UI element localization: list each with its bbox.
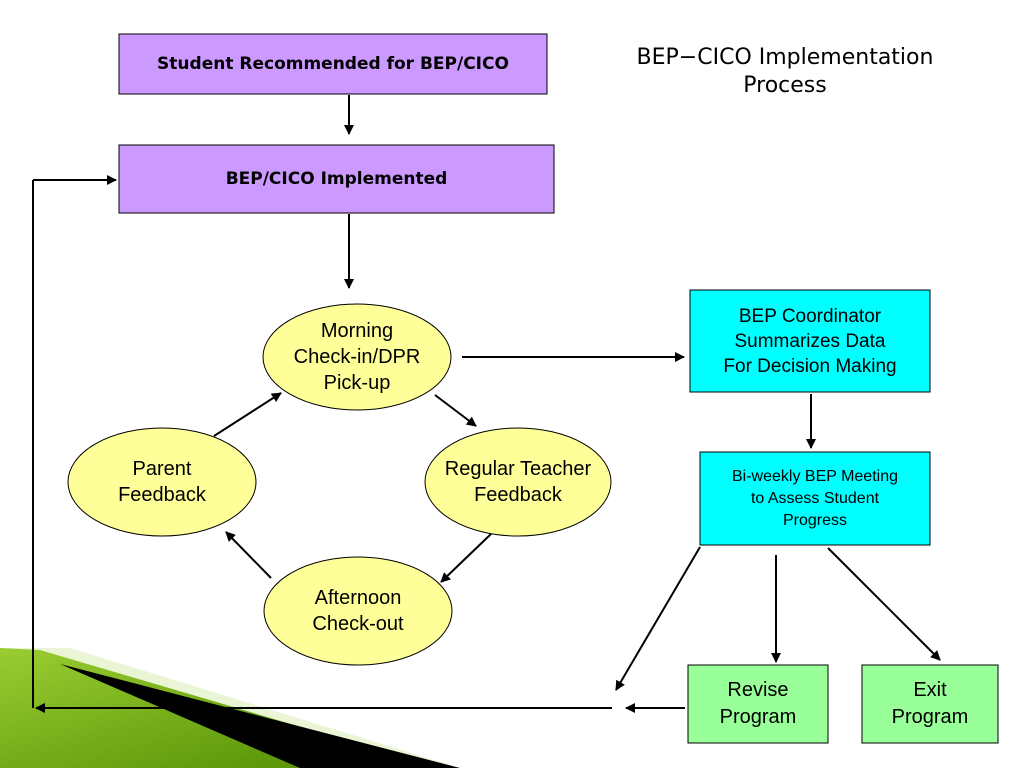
afternoon-ellipse xyxy=(263,556,453,666)
diagram-title: BEP−CICO Implementation Process xyxy=(636,45,934,98)
revise-box xyxy=(687,664,829,744)
implemented-box xyxy=(118,144,555,214)
exit-box xyxy=(861,664,999,744)
parent-ellipse xyxy=(67,427,257,537)
morning-ellipse xyxy=(262,303,452,411)
implemented-label: BEP/CICO Implemented xyxy=(225,169,448,189)
coordinator-label: BEP Coordinator Summarizes Data For Deci… xyxy=(723,305,897,377)
teacher-label: Regular Teacher Feedback xyxy=(444,458,592,506)
revise-label: Revise Program xyxy=(719,679,797,728)
exit-label: Exit Program xyxy=(891,679,969,728)
coordinator-box xyxy=(689,289,931,393)
arrow-afternoon-to-parent xyxy=(225,531,272,579)
afternoon-label: Afternoon Check-out xyxy=(312,587,404,635)
meeting-label: Bi-weekly BEP Meeting to Assess Student … xyxy=(732,467,898,529)
parent-label: Parent Feedback xyxy=(118,458,206,506)
arrow-teacher-to-afternoon xyxy=(440,533,492,583)
arrow-meeting-to-exit xyxy=(827,547,941,661)
teacher-ellipse xyxy=(424,427,612,537)
recommended-box xyxy=(118,33,548,95)
arrow-morning-to-teacher xyxy=(434,394,477,427)
meeting-box xyxy=(699,451,931,546)
arrow-parent-to-morning xyxy=(213,392,282,437)
connectors xyxy=(32,95,941,713)
arrow-meeting-to-loop xyxy=(615,546,701,691)
recommended-label: Student Recommended for BEP/CICO xyxy=(157,54,509,74)
morning-label: Morning Check-in/DPR Pick-up xyxy=(293,320,421,394)
